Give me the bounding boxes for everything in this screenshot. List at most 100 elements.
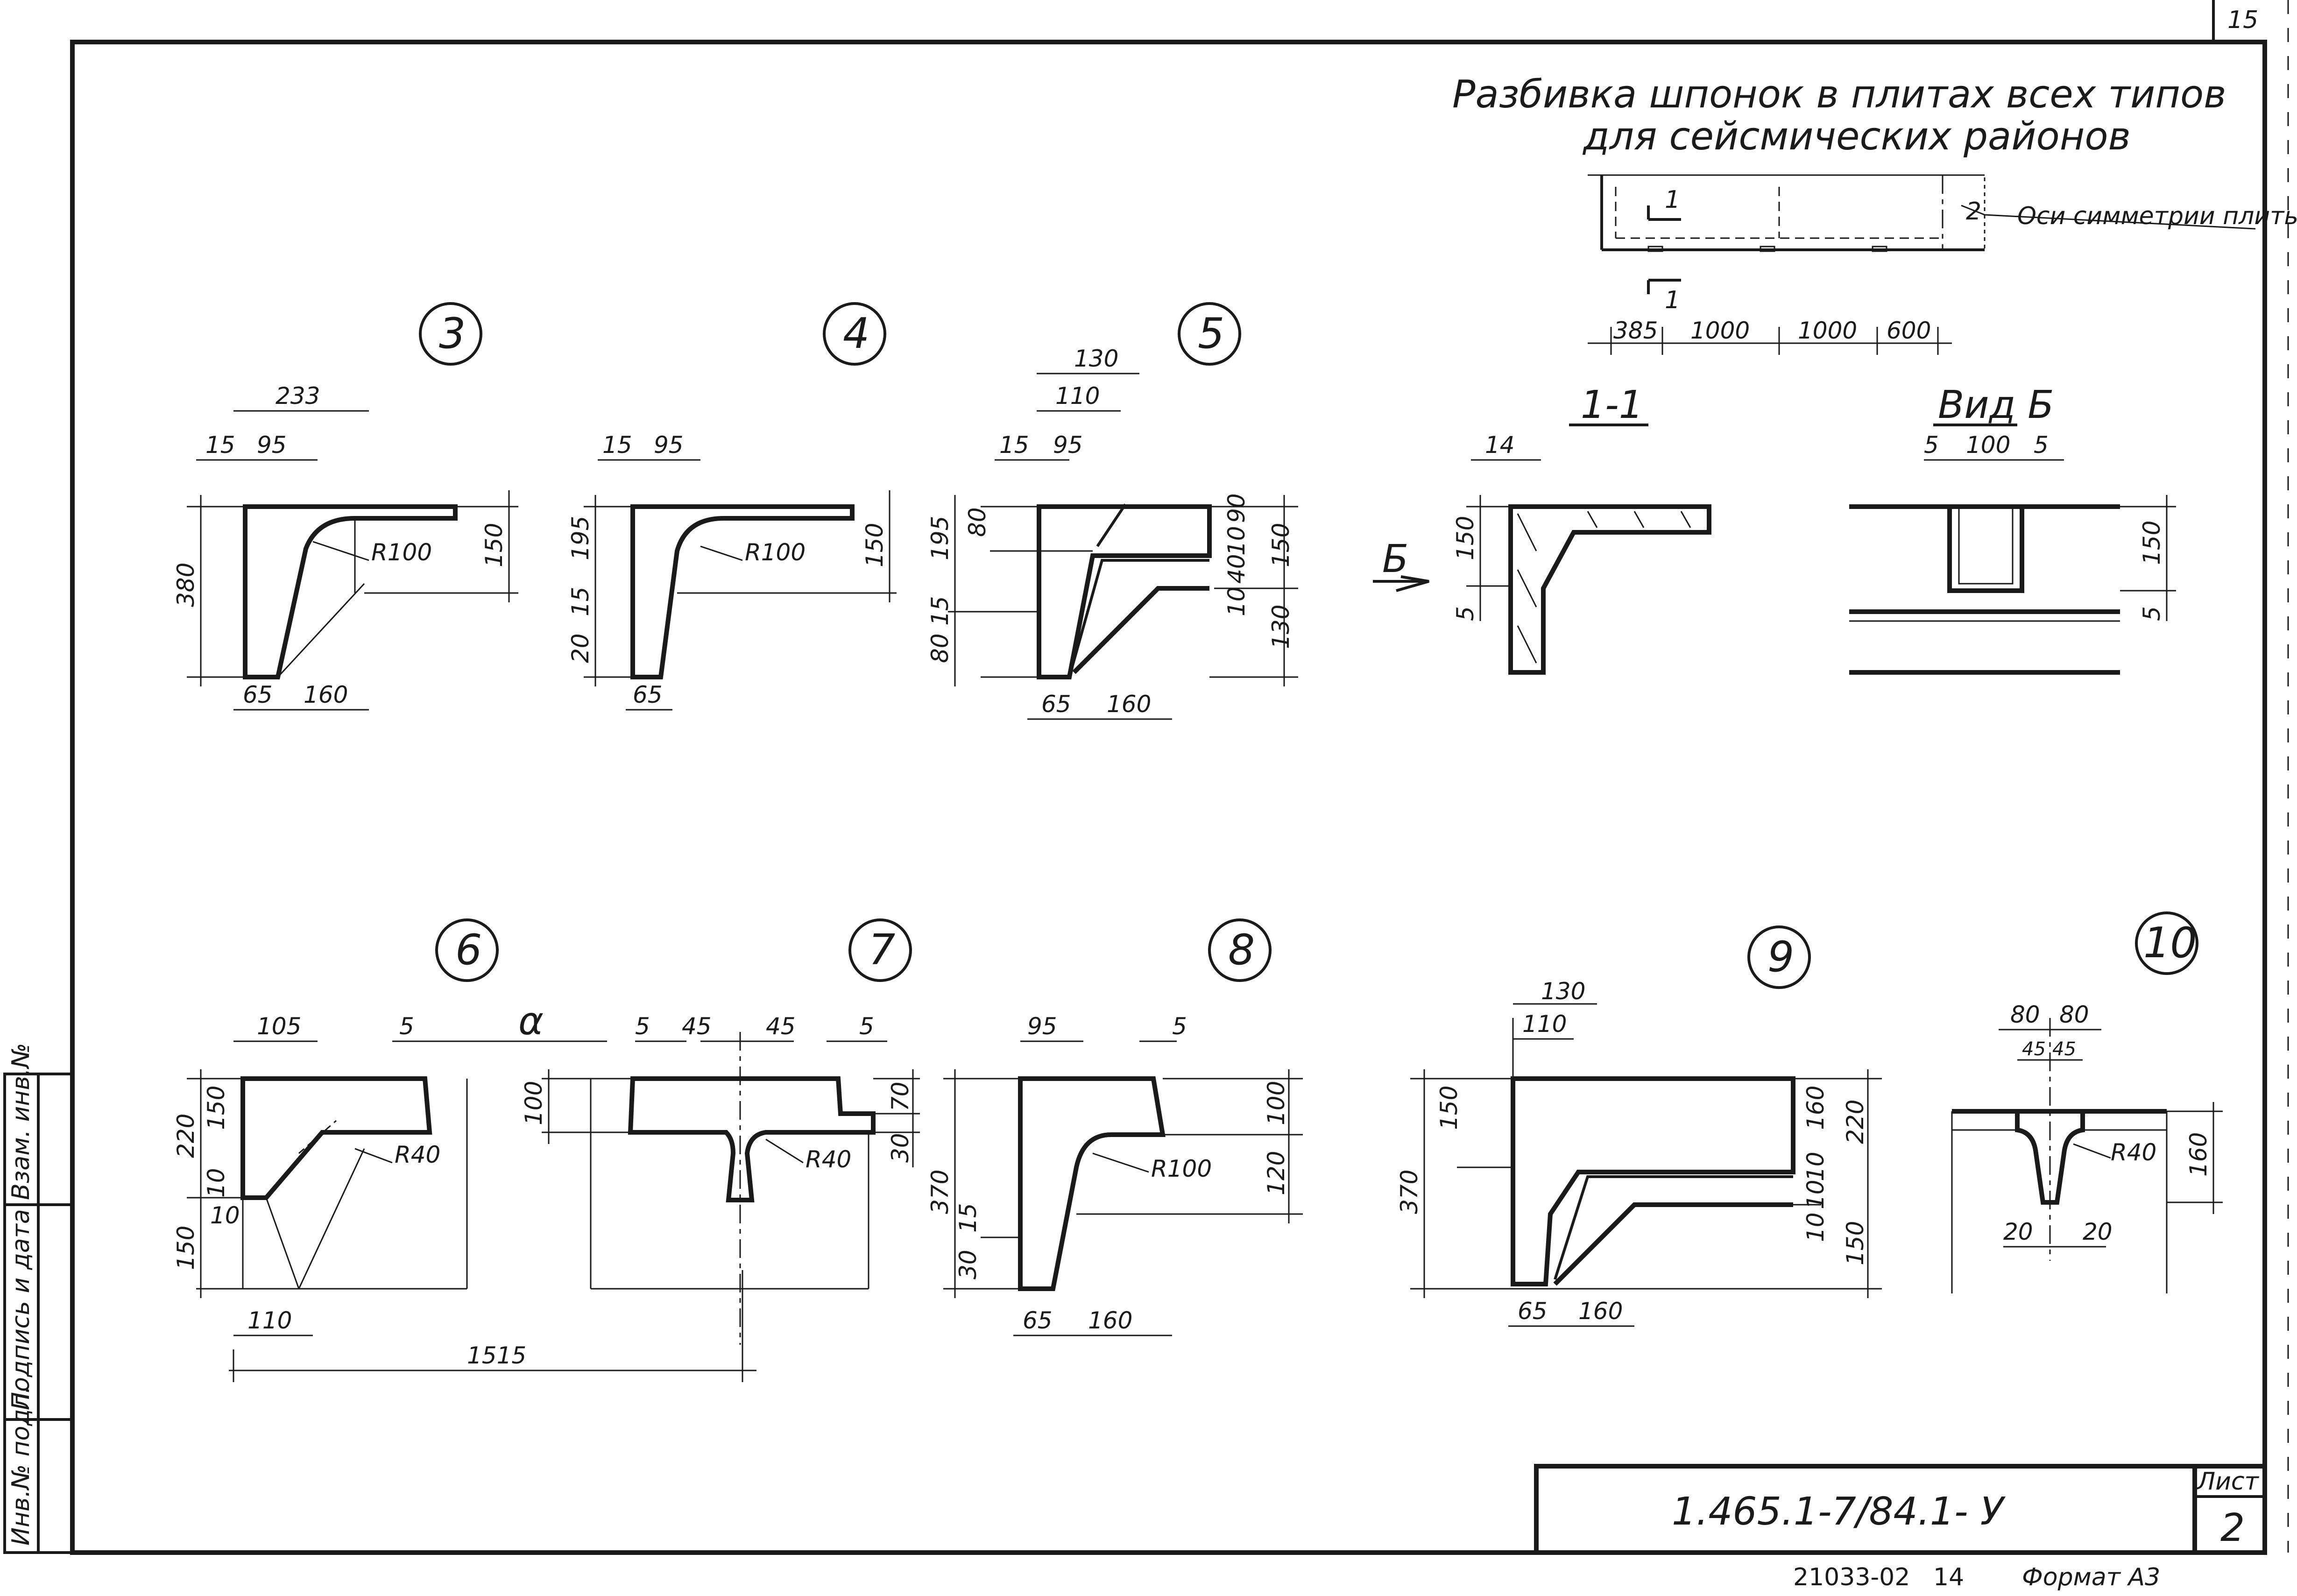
detail-3-dim-65: 65 xyxy=(243,681,273,708)
document-code: 1.465.1-7/84.1- У xyxy=(1672,1490,2006,1534)
detail-4-dim-15: 15 xyxy=(602,431,632,459)
detail-9-dim-160b: 160 xyxy=(1578,1298,1623,1325)
page-number: 15 xyxy=(2227,6,2258,34)
detail-7-dim-30: 30 xyxy=(887,1133,914,1163)
detail-6-dim-110: 110 xyxy=(247,1307,292,1334)
detail-7-radius: R40 xyxy=(806,1146,851,1173)
detail-5-dim-130b: 130 xyxy=(1267,605,1294,649)
section-1-1 xyxy=(1373,424,1711,675)
detail-9-dim-65: 65 xyxy=(1518,1298,1548,1325)
section-1-1-dim-14: 14 xyxy=(1485,431,1515,459)
sheet-label: Лист xyxy=(2196,1468,2259,1496)
detail-8-dim-65: 65 xyxy=(1023,1307,1053,1334)
section-1-1-dim-5: 5 xyxy=(1452,606,1479,621)
detail-6-dim-105: 105 xyxy=(257,1013,301,1040)
detail-5-marker: 5 xyxy=(1198,309,1224,358)
stamp-signature-date: Подпись и дата xyxy=(7,1209,35,1410)
view-b-dim-100: 100 xyxy=(1966,431,2010,459)
detail-4-marker: 4 xyxy=(843,309,869,358)
detail-9-dim-10a: 10 xyxy=(1802,1151,1829,1181)
detail-5-dim-10a: 10 xyxy=(1223,526,1250,556)
detail-10-dim-80b: 80 xyxy=(2059,1001,2089,1028)
plan-dim-600: 600 xyxy=(1887,317,1931,344)
detail-10-dim-160: 160 xyxy=(2185,1132,2212,1177)
detail-8-dim-120: 120 xyxy=(1263,1151,1290,1195)
title-line-2: для сейсмических районов xyxy=(1582,114,2131,159)
detail-10-radius: R40 xyxy=(2111,1139,2156,1166)
archive-number: 21033-02 xyxy=(1793,1563,1910,1591)
detail-10 xyxy=(1951,1018,2223,1293)
detail-4-dim-65: 65 xyxy=(633,681,663,708)
detail-6-dim-1515: 1515 xyxy=(467,1342,526,1369)
detail-8-dim-30: 30 xyxy=(954,1250,982,1279)
detail-10-marker: 10 xyxy=(2143,918,2197,967)
frame xyxy=(70,0,2289,1555)
section-1-1-view-mark: Б xyxy=(1382,537,1408,581)
view-b-label: Вид Б xyxy=(1938,383,2054,427)
sheet-number: 2 xyxy=(2220,1506,2245,1550)
detail-5-dim-80: 80 xyxy=(964,507,991,537)
detail-9-dim-220: 220 xyxy=(1842,1100,1869,1144)
detail-6-dim-150b: 150 xyxy=(172,1226,199,1270)
plan-section-mark-top: 1 xyxy=(1665,186,1680,214)
detail-3-marker: 3 xyxy=(439,309,466,358)
detail-8 xyxy=(943,1040,1303,1336)
detail-10-dim-45a: 45 xyxy=(2022,1038,2046,1060)
detail-5-dim-110: 110 xyxy=(1055,382,1100,410)
detail-8-dim-100: 100 xyxy=(1263,1081,1290,1125)
detail-6-radius: R40 xyxy=(395,1141,440,1168)
detail-6-marker: 6 xyxy=(455,925,482,975)
stamp-replaced-inv: Взам. инв.№ xyxy=(7,1043,35,1200)
detail-8-radius: R100 xyxy=(1151,1155,1212,1182)
detail-9-dim-10b: 10 xyxy=(1802,1179,1829,1209)
detail-6 xyxy=(187,1040,756,1382)
detail-7-dim-5a: 5 xyxy=(635,1013,650,1040)
detail-8-dim-5: 5 xyxy=(1172,1013,1187,1040)
detail-3-dim-160: 160 xyxy=(304,681,348,708)
detail-9-dim-110: 110 xyxy=(1522,1010,1567,1038)
stamp-original-inv: Инв.№ подл. xyxy=(7,1386,35,1546)
detail-7-dim-70: 70 xyxy=(887,1081,914,1111)
view-b xyxy=(1849,424,2176,675)
section-1-1-label: 1-1 xyxy=(1581,383,1643,427)
detail-9-dim-10c: 10 xyxy=(1802,1212,1829,1242)
plan-dim-385: 385 xyxy=(1613,317,1658,344)
detail-7 xyxy=(420,1032,920,1345)
detail-9-dim-160: 160 xyxy=(1802,1086,1829,1130)
detail-4-dim-195: 195 xyxy=(567,516,594,560)
detail-6-dim-150a: 150 xyxy=(203,1086,230,1130)
detail-4-dim-95: 95 xyxy=(654,431,684,459)
detail-9-dim-150b: 150 xyxy=(1842,1221,1869,1265)
detail-5-dim-195: 195 xyxy=(926,516,954,560)
detail-9 xyxy=(1410,1003,1882,1327)
plan-dim-1000b: 1000 xyxy=(1798,317,1857,344)
title-line-1: Разбивка шпонок в плитах всех типов xyxy=(1452,72,2226,117)
archive-page: 14 xyxy=(1933,1563,1964,1591)
detail-3-dim-95: 95 xyxy=(257,431,287,459)
detail-3-dim-233: 233 xyxy=(276,382,320,410)
detail-10-dim-20a: 20 xyxy=(2003,1218,2033,1245)
detail-3-dim-380: 380 xyxy=(172,563,199,607)
detail-5-dim-95: 95 xyxy=(1053,431,1083,459)
detail-5-dim-130: 130 xyxy=(1074,345,1118,372)
detail-3-dim-150: 150 xyxy=(481,523,508,567)
detail-7-dim-alpha: α xyxy=(518,999,544,1044)
detail-6-dim-10b: 10 xyxy=(210,1202,240,1229)
detail-5-dim-10b: 10 xyxy=(1223,586,1250,616)
detail-5-dim-90: 90 xyxy=(1223,493,1250,523)
side-stamp: Взам. инв.№ Подпись и дата Инв.№ подл. xyxy=(3,1043,74,1554)
detail-7-dim-45b: 45 xyxy=(766,1013,796,1040)
detail-5-dim-15b: 15 xyxy=(926,596,954,626)
detail-7-dim-5b: 5 xyxy=(859,1013,874,1040)
detail-4-dim-150: 150 xyxy=(861,523,888,567)
plan-view xyxy=(1588,174,2256,355)
detail-5-dim-160: 160 xyxy=(1107,691,1151,718)
detail-6-dim-5: 5 xyxy=(399,1013,414,1040)
detail-7-dim-100: 100 xyxy=(520,1081,547,1125)
plan-section-mark-bottom: 1 xyxy=(1665,286,1680,314)
detail-3 xyxy=(187,410,518,711)
detail-10-dim-80a: 80 xyxy=(2010,1001,2040,1028)
title-block xyxy=(1534,1464,2267,1555)
detail-7-dim-45a: 45 xyxy=(682,1013,712,1040)
